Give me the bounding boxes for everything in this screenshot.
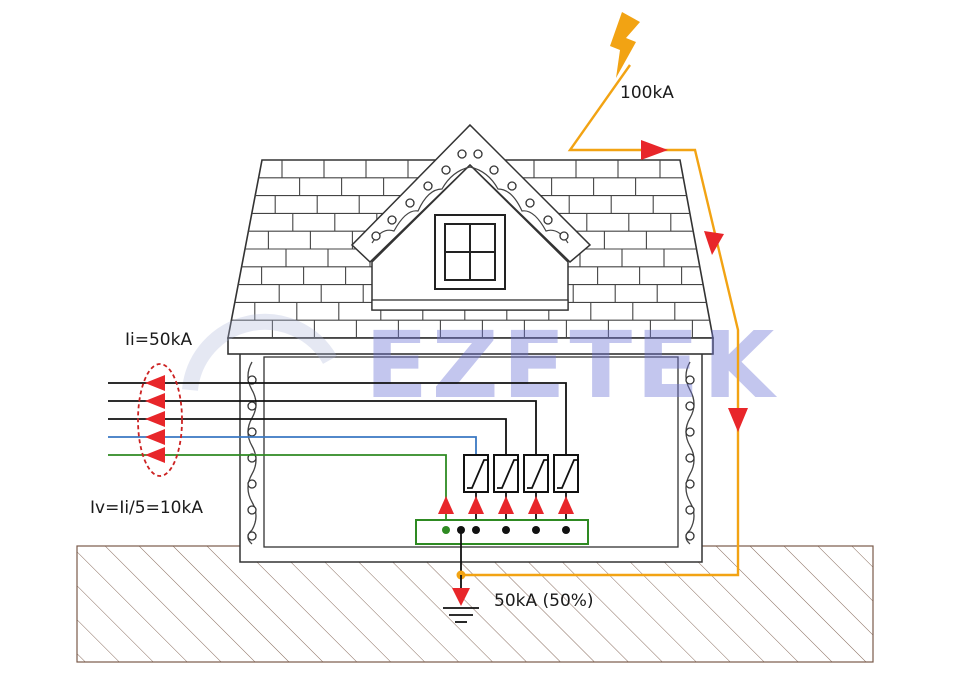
phase-line-3 [108,418,507,455]
dormer [350,123,592,311]
phase-line-2 [108,400,537,455]
ground-symbol-icon [443,607,479,623]
wall-bolts [247,375,695,541]
per-conductor-current-label: Iv=Ii/5=10kA [90,498,203,518]
house-walls [239,349,703,563]
ground-current-label: 50kA (50%) [494,591,594,611]
ground-current-arrow [452,588,470,606]
dormer-bolts [371,149,569,241]
spd-2 [493,454,519,493]
earth-ground-area [76,545,874,663]
lightning-current-arrows [641,140,748,432]
incoming-current-ellipse [137,363,183,477]
neutral-line [108,436,477,455]
spd-1 [463,454,489,493]
line-current-label: Ii=50kA [125,330,192,350]
phase-line-1 [108,382,567,455]
equipotential-bonding-bar [415,519,589,545]
strike-current-label: 100kA [620,83,674,103]
incoming-current-arrows [145,375,165,463]
lightning-bolt-icon [610,12,640,78]
spd-4 [553,454,579,493]
bonding-bar-terminals [442,526,570,534]
dormer-window [434,214,506,290]
spd-3 [523,454,549,493]
watermark-logo: EZETEK [365,312,778,419]
watermark-arc [182,313,337,391]
spd-current-arrows [438,496,574,514]
